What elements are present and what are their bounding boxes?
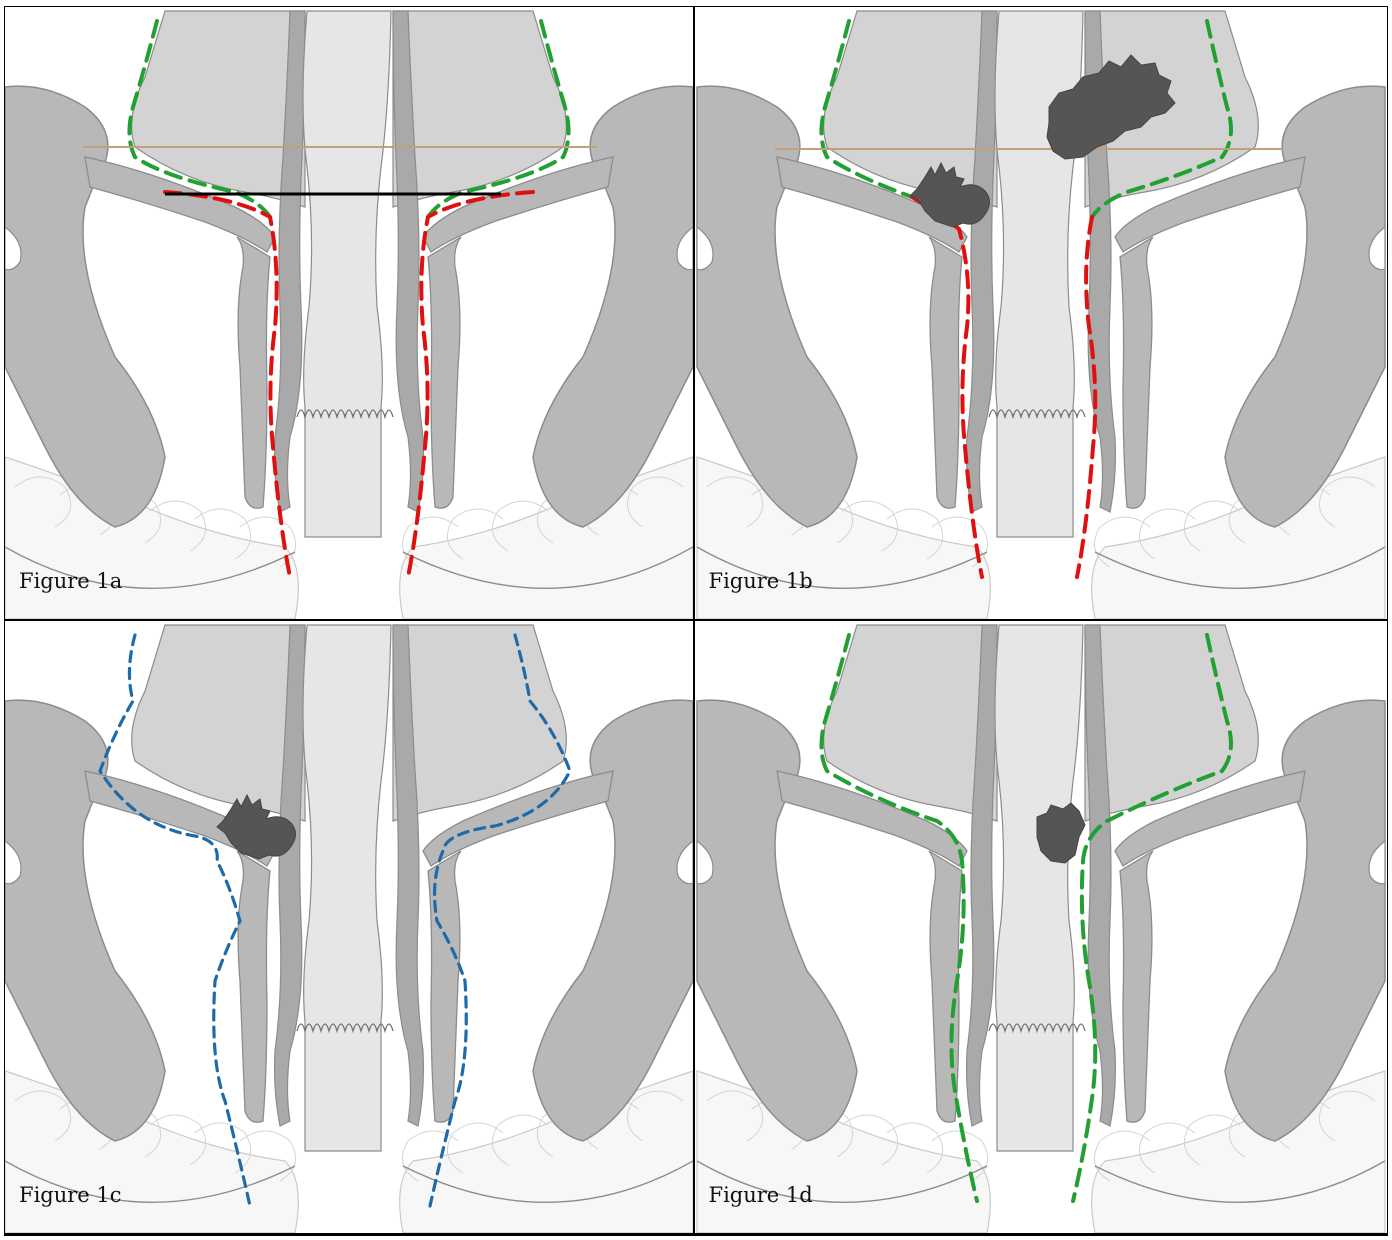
- rectal-lumen: [303, 625, 391, 1151]
- anatomy-diagram-1a: [5, 7, 693, 619]
- right-red-dashed-plane: [408, 192, 533, 577]
- anatomy-diagram-1b: [695, 7, 1387, 619]
- rectal-lumen: [303, 11, 391, 537]
- left-pelvic-wall: [5, 700, 165, 1141]
- anatomy-diagram-1d: [695, 621, 1387, 1233]
- figure-grid: Figure 1a Figure 1b Figure 1c Figure 1d: [4, 6, 1388, 1236]
- right-pelvic-wall: [1225, 700, 1385, 1141]
- right-pelvic-wall: [1225, 86, 1385, 527]
- figure-caption-1b: Figure 1b: [709, 569, 813, 593]
- left-external-sphincter: [237, 237, 270, 508]
- panel-1d: Figure 1d: [695, 621, 1387, 1233]
- anatomy-diagram-1c: [5, 621, 693, 1233]
- left-external-sphincter: [237, 851, 270, 1122]
- panel-1c: Figure 1c: [5, 621, 693, 1233]
- right-pelvic-wall: [533, 700, 693, 1141]
- right-external-sphincter: [1120, 851, 1153, 1122]
- right-external-sphincter: [428, 237, 461, 508]
- left-pelvic-wall: [5, 86, 165, 527]
- right-pelvic-wall: [533, 86, 693, 527]
- left-pelvic-wall: [697, 700, 857, 1141]
- rectal-lumen: [995, 625, 1083, 1151]
- panel-1b: Figure 1b: [695, 7, 1387, 619]
- figure-caption-1c: Figure 1c: [19, 1183, 122, 1207]
- left-red-dashed-plane: [165, 192, 290, 577]
- panel-1a: Figure 1a: [5, 7, 693, 619]
- left-external-sphincter: [929, 237, 962, 508]
- right-external-sphincter: [1120, 237, 1153, 508]
- figure-caption-1d: Figure 1d: [709, 1183, 813, 1207]
- right-external-sphincter: [428, 851, 461, 1122]
- figure-caption-1a: Figure 1a: [19, 569, 122, 593]
- left-pelvic-wall: [697, 86, 857, 527]
